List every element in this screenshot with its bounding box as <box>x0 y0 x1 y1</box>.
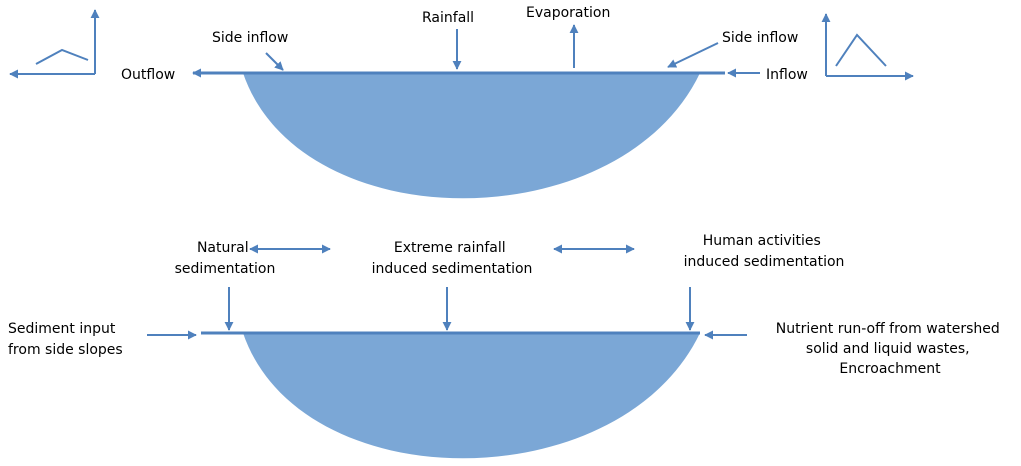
side-inflow-right-arrow <box>667 42 719 68</box>
side-inflow-left-arrow <box>265 52 284 71</box>
evaporation-label: Evaporation <box>526 5 610 21</box>
water-balance-panel: Outflow Side inflow Rainfall Evaporation… <box>9 5 914 199</box>
inflow-label: Inflow <box>766 67 808 83</box>
human-activities-label: Human activities induced sedimentation <box>684 233 845 270</box>
sedimentation-panel: Natural sedimentation Extreme rainfall i… <box>8 233 1004 459</box>
rainfall-label: Rainfall <box>422 10 474 26</box>
lake-basin-top <box>243 73 700 199</box>
inflow-hydrograph-icon <box>821 13 914 81</box>
watershed-label: Nutrient run-off from watershed solid an… <box>776 321 1004 377</box>
side-slopes-label: Sediment input from side slopes <box>8 321 123 358</box>
natural-sedimentation-label: Natural sedimentation <box>175 240 276 277</box>
side-inflow-right-label: Side inflow <box>722 30 798 46</box>
lake-basin-bottom <box>243 333 700 459</box>
side-inflow-left-label: Side inflow <box>212 30 288 46</box>
extreme-rainfall-label: Extreme rainfall induced sedimentation <box>372 240 533 277</box>
outflow-hydrograph-icon <box>9 9 100 79</box>
outflow-label: Outflow <box>121 67 175 83</box>
